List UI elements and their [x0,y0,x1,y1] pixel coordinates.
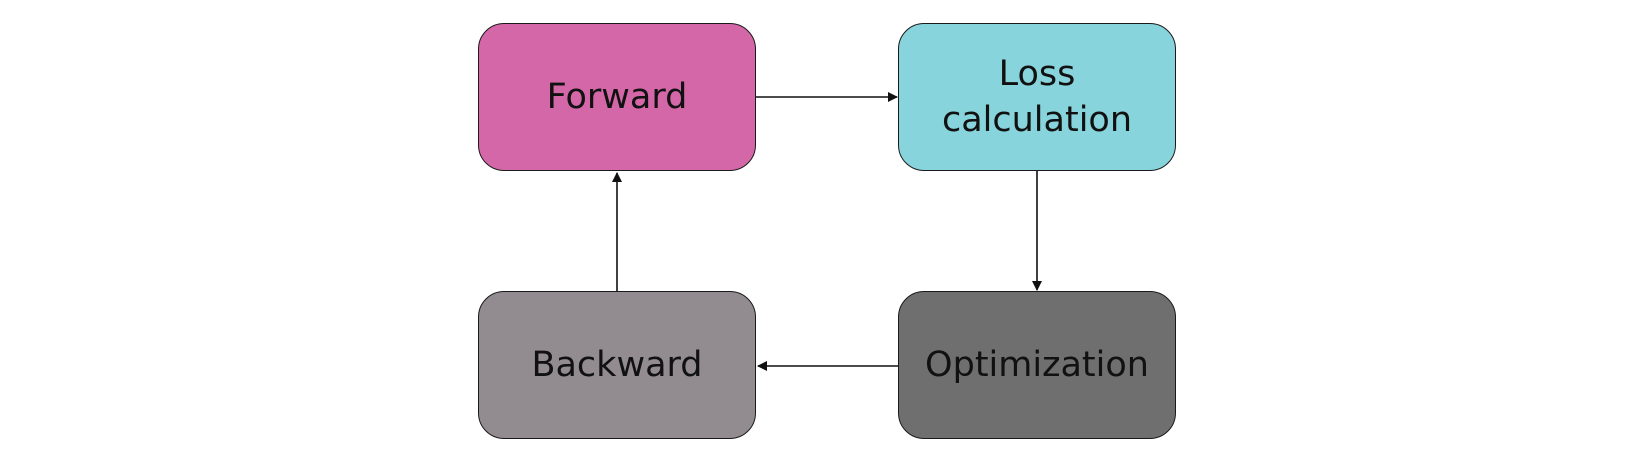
optimization-node: Optimization [898,291,1176,439]
forward-node: Forward [478,23,756,171]
backward-label: Backward [531,345,703,385]
loss-calculation-node: Loss calculation [898,23,1176,171]
forward-label: Forward [546,77,688,117]
loss-calculation-label: Loss calculation [941,54,1133,140]
optimization-label: Optimization [925,345,1149,385]
backward-node: Backward [478,291,756,439]
